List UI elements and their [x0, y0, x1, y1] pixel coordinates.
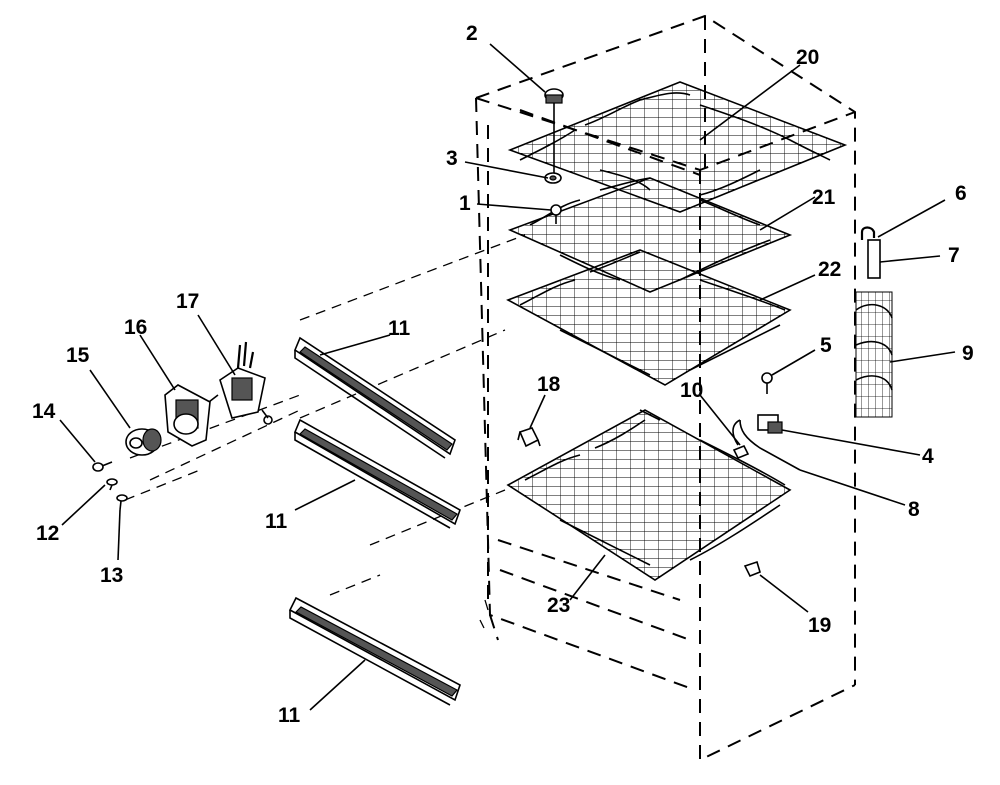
callout-21: 21	[812, 186, 836, 209]
tube-part-7[interactable]	[867, 239, 881, 279]
callout-16: 16	[124, 316, 147, 339]
callout-23: 23	[547, 594, 570, 617]
callout-12: 12	[36, 522, 59, 545]
callout-4: 4	[922, 445, 934, 468]
control-bracket-part-16[interactable]	[164, 384, 211, 447]
evaporator-shelf-22[interactable]	[506, 249, 792, 386]
callout-19: 19	[808, 614, 831, 637]
callout-15: 15	[66, 344, 90, 367]
callout-7: 7	[948, 244, 960, 267]
callout-20: 20	[796, 46, 819, 69]
screw-part-5[interactable]	[761, 372, 773, 394]
callout-8: 8	[908, 498, 920, 521]
evaporator-shelf-23[interactable]	[506, 409, 792, 581]
callout-17: 17	[176, 290, 199, 313]
clip-part-13[interactable]	[116, 494, 128, 511]
condenser-coil-part-9[interactable]	[855, 291, 893, 418]
thermostat-part-17[interactable]	[204, 341, 273, 425]
assembly-lines	[124, 234, 526, 596]
clip-part-10[interactable]	[732, 419, 750, 460]
callout-11-lower: 11	[278, 704, 301, 727]
callout-22: 22	[818, 258, 841, 281]
callout-10: 10	[680, 379, 703, 402]
callout-1: 1	[459, 192, 471, 215]
wire-part-8[interactable]	[739, 419, 801, 471]
hinge-pin-part-6[interactable]	[860, 226, 876, 241]
shelf-rail-upper[interactable]	[294, 336, 456, 459]
callout-11-middle: 11	[265, 510, 288, 533]
callout-labels: 1 2 3 4 5 6 7 8 9 10 11 11 11 12 13 14 1…	[32, 22, 974, 727]
callout-5: 5	[820, 334, 832, 357]
clip-part-3[interactable]	[544, 172, 562, 184]
clip-part-12[interactable]	[106, 478, 118, 491]
control-knob-part-15[interactable]	[125, 428, 162, 456]
callout-14: 14	[32, 400, 56, 423]
callout-3: 3	[446, 147, 458, 170]
clip-part-19[interactable]	[743, 560, 761, 578]
callout-11-upper: 11	[388, 317, 411, 340]
callout-13: 13	[100, 564, 123, 587]
callout-9: 9	[962, 342, 974, 365]
shelf-rail-lower[interactable]	[288, 596, 461, 706]
callout-6: 6	[955, 182, 967, 205]
clip-part-18[interactable]	[517, 427, 541, 448]
callout-2: 2	[466, 22, 478, 45]
connector-part-4[interactable]	[757, 414, 783, 434]
callout-18: 18	[537, 373, 561, 396]
shelf-rail-middle[interactable]	[293, 418, 461, 529]
bumper-part-2[interactable]	[544, 88, 564, 175]
screw-part-14[interactable]	[92, 461, 113, 472]
leader-lines	[59, 43, 956, 711]
